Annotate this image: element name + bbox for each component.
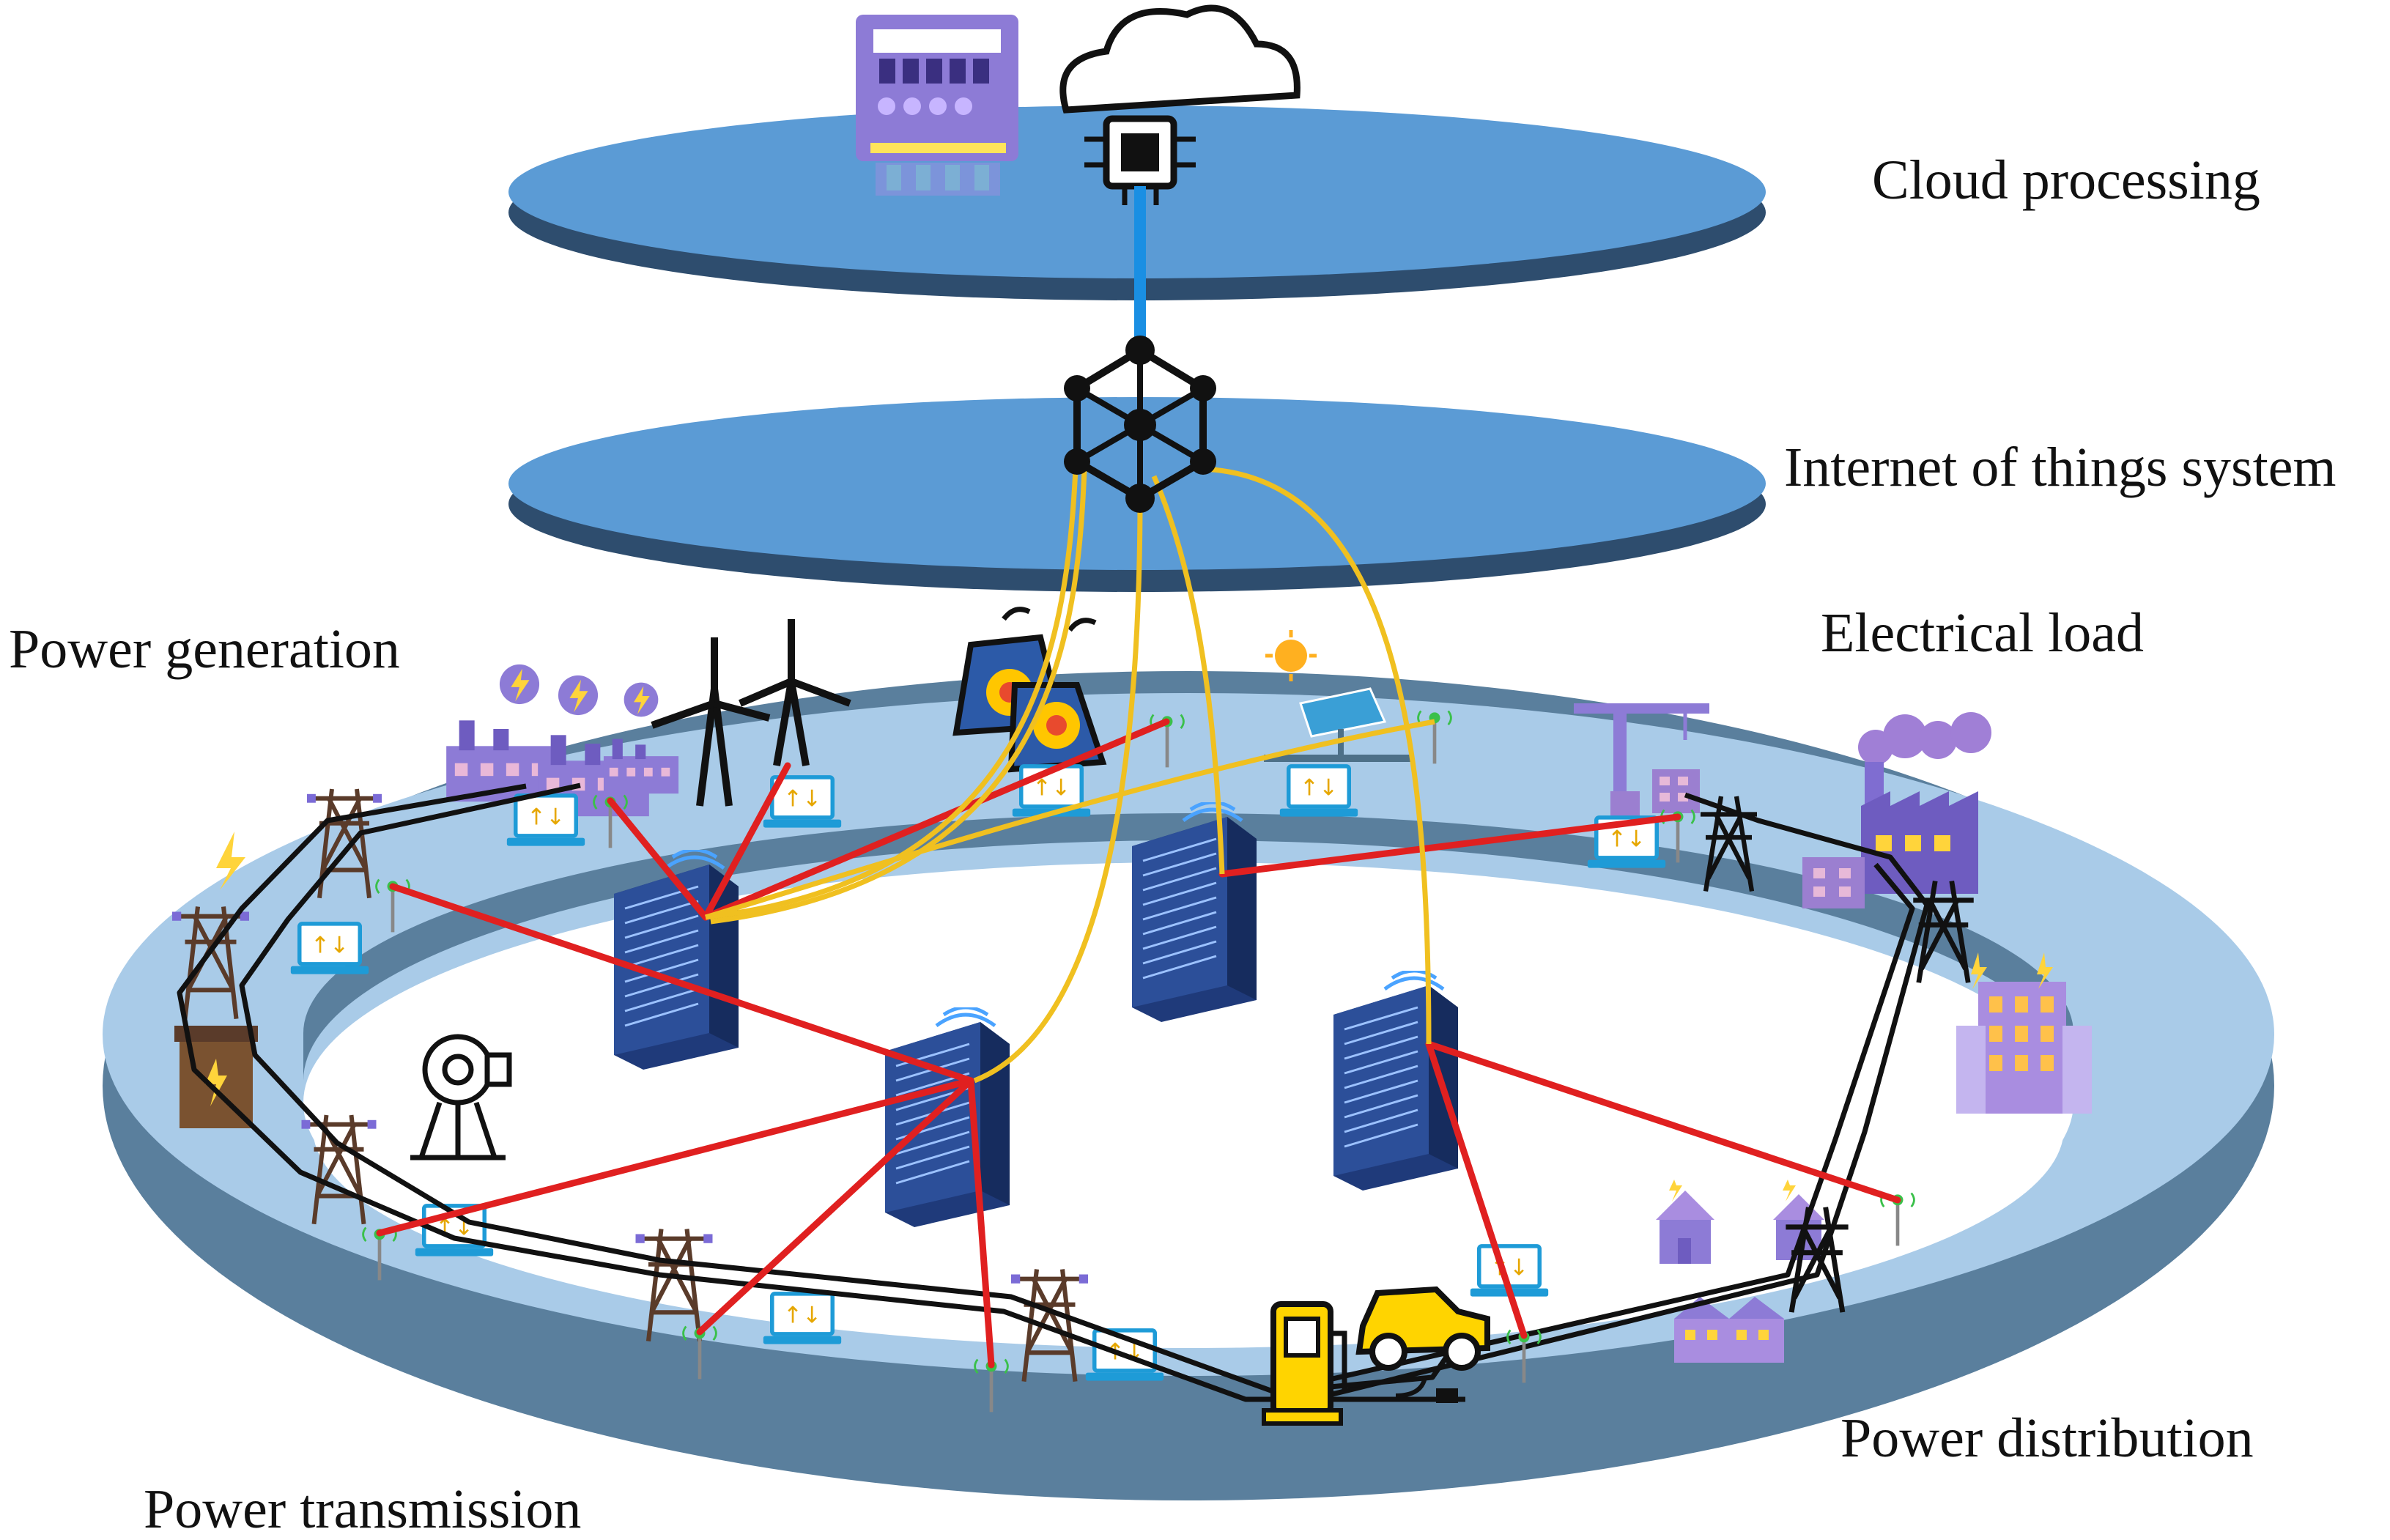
office-building-icon (1956, 952, 2092, 1114)
power-transmission-label: Power transmission (144, 1478, 582, 1540)
nuclear-plant-icon (952, 607, 1107, 773)
cloud-chip-icon (1059, 4, 1301, 205)
bolt-icon (624, 682, 659, 717)
iot-links (704, 466, 1435, 1084)
laptop-icon (291, 924, 369, 974)
wind-turbine-icon (651, 619, 851, 807)
ev-charger-icon (1262, 1301, 1347, 1426)
laptop-icon (1280, 766, 1358, 817)
laptop-icon (507, 796, 585, 846)
power-distribution-label: Power distribution (1840, 1407, 2254, 1469)
bolt-icon (499, 664, 540, 705)
laptop-icon (763, 1294, 841, 1344)
house-icon (1674, 1297, 1784, 1363)
control-panel-icon (856, 15, 1018, 196)
bolt-icon (558, 675, 599, 716)
grid-ring (103, 671, 2274, 1500)
wireless-links (376, 718, 1901, 1369)
electrical-load-label: Electrical load (1821, 602, 2144, 664)
bolt-icon (216, 832, 245, 890)
network-hub-icon (1064, 336, 1216, 513)
crane-icon (1574, 703, 1709, 832)
industrial-plant-icon (1802, 712, 1991, 908)
robot-icon (410, 1034, 512, 1160)
iot-system-label: Internet of things system (1784, 437, 2337, 498)
electric-car-icon (1355, 1286, 1490, 1403)
transformer-icon (174, 1026, 258, 1128)
power-generation-label: Power generation (9, 618, 400, 680)
cloud-processing-label: Cloud processing (1872, 149, 2260, 211)
